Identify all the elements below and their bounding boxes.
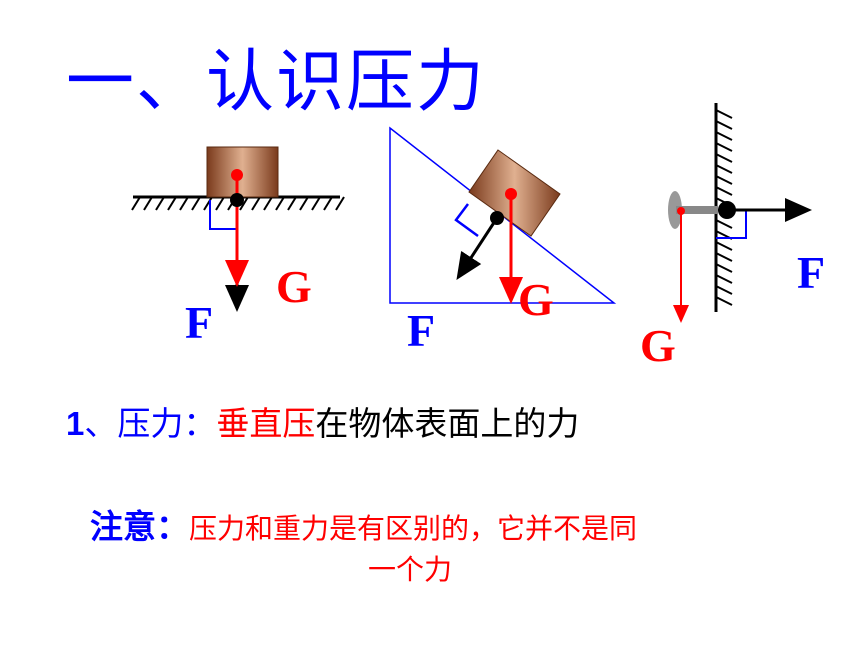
definition-rest: 在物体表面上的力 [315,404,580,443]
force-label: F [797,247,825,298]
force-label: F [185,297,213,348]
note-label: 注意： [90,507,189,546]
flat-surface-diagram: G F [131,146,345,348]
gravity-label: G [518,274,554,325]
wooden-block [206,146,279,198]
incline-diagram: G F [389,126,617,356]
pushpin-shaft [676,206,718,214]
note-text-line2: 一个力 [368,553,453,586]
definition-emphasis: 垂直压 [216,404,316,443]
pressure-arrow [456,217,499,281]
gravity-center-dot [677,207,685,215]
gravity-center-dot [505,188,517,200]
right-angle-marker [209,200,237,230]
note-text-line1: 压力和重力是有区别的，它并不是同 [189,512,638,545]
gravity-center-dot [231,169,243,181]
gravity-label: G [276,261,312,312]
definition-label: 、压力： [84,404,217,443]
contact-point-dot [230,193,244,207]
gravity-label: G [640,320,676,371]
wall-diagram: G F [640,103,825,371]
pressure-definition: 1、压力：垂直压在物体表面上的力 [66,397,579,445]
note-block: 注意：压力和重力是有区别的，它并不是同 [90,500,637,548]
pushpin-head [668,191,682,229]
force-diagrams: G F G F G F [131,103,825,371]
right-angle-marker [716,210,747,239]
definition-number: 1 [66,405,85,442]
right-angle-marker [454,203,479,238]
contact-point-dot [490,211,504,225]
force-label: F [407,305,435,356]
contact-point-dot [718,201,736,219]
page-title: 一、认识压力 [66,43,487,122]
